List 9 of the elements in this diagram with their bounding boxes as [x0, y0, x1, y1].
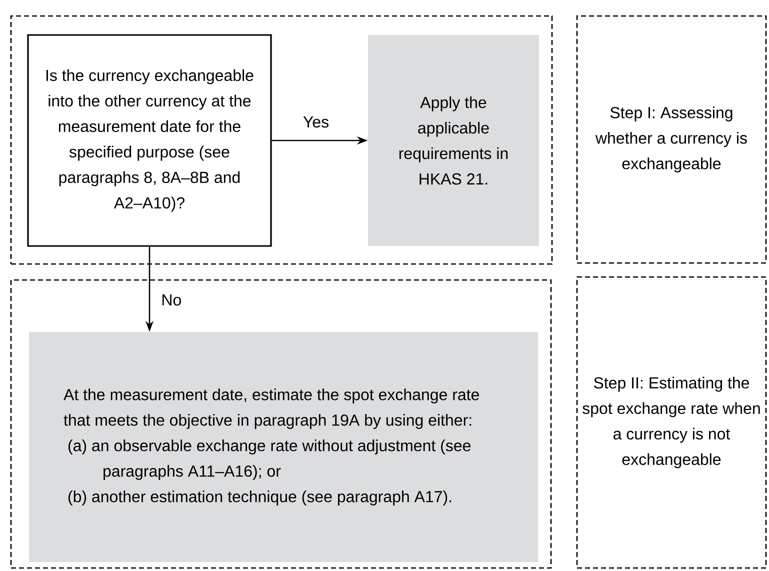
action-box: At the measurement date, estimate the spot exchange rate that meets the objective in paragraph 19A by using either: (a) an observable exchange rate without adjustment (see paragraphs A11–A16); or (b) another estimation technique (see paragraph A17).: [29, 332, 538, 562]
dashed-frame: [10, 15, 553, 265]
edge-label: No: [160, 293, 183, 307]
action-box: Apply the applicable requirements in HKAS 21.: [368, 35, 539, 246]
question-box: Is the currency exchangeable into the other currency at the measurement date for the specified purpose (see paragraphs 8, 8A–8B and A2–A10)?: [27, 34, 272, 247]
step-panel: Step I: Assessing whether a currency is exchangeable: [576, 15, 767, 264]
edge-label: Yes: [302, 115, 330, 129]
step-panel: Step II: Estimating the spot exchange rate when a currency is not exchangeable: [576, 276, 767, 569]
dashed-frame: [10, 279, 552, 569]
